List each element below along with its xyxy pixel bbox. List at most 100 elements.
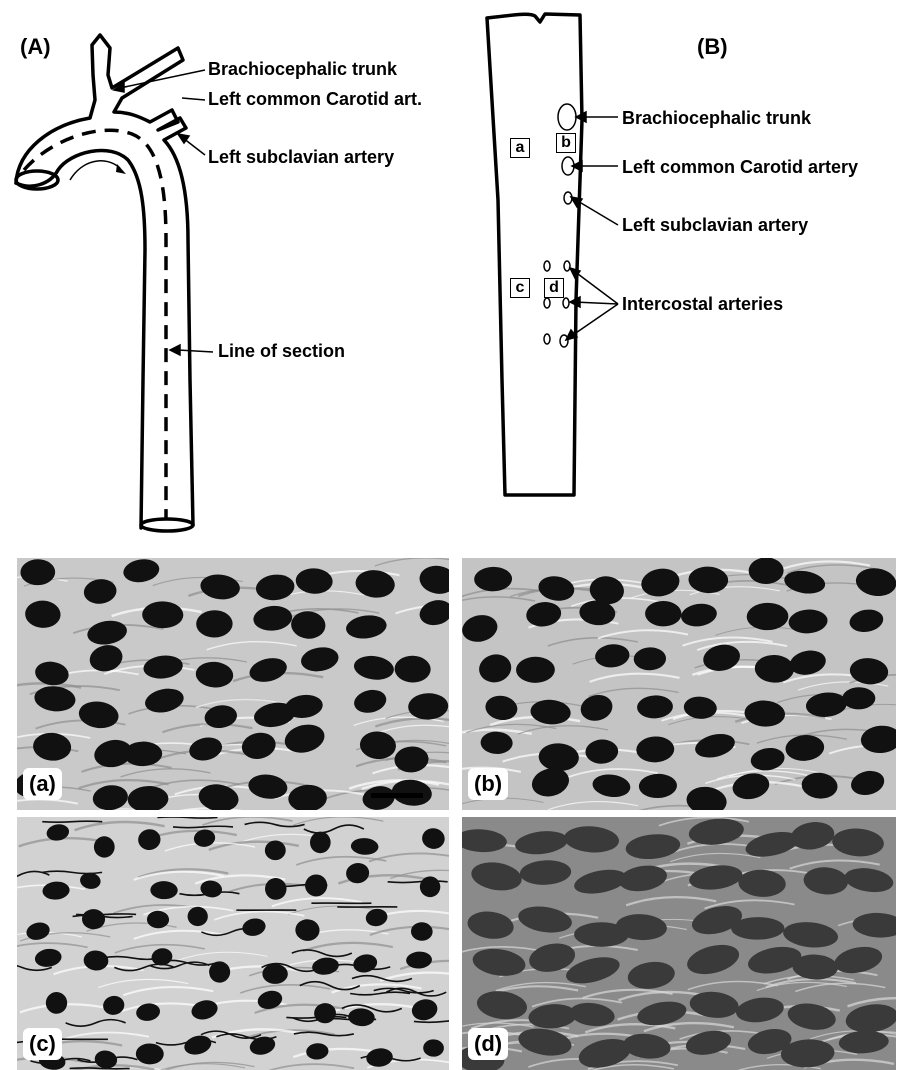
cell-nucleus xyxy=(754,654,794,683)
cell-nucleus xyxy=(469,859,523,894)
cell-nucleus xyxy=(247,654,289,685)
cell-nucleus xyxy=(345,613,388,641)
cell-nucleus xyxy=(182,1033,213,1058)
site-box-d: d xyxy=(544,278,564,298)
cell-nucleus xyxy=(351,952,379,975)
cell-nucleus xyxy=(299,645,340,674)
cell-nucleus xyxy=(860,724,896,754)
cell-nucleus xyxy=(516,657,555,683)
cell-nucleus xyxy=(364,907,388,928)
cell-nucleus xyxy=(394,655,431,683)
micrograph-c-image xyxy=(17,817,449,1070)
label-b-subclavian: Left subclavian artery xyxy=(622,215,808,235)
cell-nucleus xyxy=(746,602,788,630)
cell-nucleus xyxy=(848,607,885,634)
cell-nucleus xyxy=(33,684,76,713)
cell-nucleus xyxy=(636,736,675,763)
cell-nucleus xyxy=(127,785,169,810)
site-box-b: b xyxy=(556,133,576,153)
cell-nucleus xyxy=(282,721,328,757)
cell-nucleus xyxy=(20,559,55,586)
cell-nucleus xyxy=(306,1042,330,1060)
cell-nucleus xyxy=(831,827,884,858)
cell-nucleus xyxy=(645,601,682,627)
cell-nucleus xyxy=(844,1001,896,1035)
cell-nucleus xyxy=(516,903,573,936)
cell-nucleus xyxy=(25,600,62,629)
cell-nucleus xyxy=(411,922,433,941)
cell-nucleus xyxy=(626,959,676,991)
cell-nucleus xyxy=(516,1025,573,1060)
cell-nucleus xyxy=(359,730,397,760)
cell-nucleus xyxy=(195,660,234,688)
cell-nucleus xyxy=(417,597,449,629)
cell-nucleus xyxy=(264,877,287,900)
label-b-brachiocephalic: Brachiocephalic trunk xyxy=(622,108,811,128)
cell-nucleus xyxy=(514,828,569,857)
cell-nucleus xyxy=(408,692,449,720)
micrograph-d: (d) xyxy=(462,817,896,1070)
cell-nucleus xyxy=(788,648,828,678)
cell-nucleus xyxy=(143,685,186,715)
cell-nucleus xyxy=(848,768,886,799)
micrograph-d-image xyxy=(462,817,896,1070)
cell-nucleus xyxy=(842,687,875,710)
cell-nucleus xyxy=(199,572,241,601)
cell-nucleus xyxy=(633,647,666,671)
cell-nucleus xyxy=(142,653,184,680)
cell-nucleus xyxy=(91,783,129,810)
cell-nucleus xyxy=(86,618,129,647)
cell-nucleus xyxy=(122,558,161,585)
micrograph-b-image xyxy=(462,558,896,810)
cell-nucleus xyxy=(189,998,219,1023)
cell-nucleus xyxy=(852,912,896,939)
cell-nucleus xyxy=(684,940,742,979)
cell-nucleus xyxy=(352,654,395,683)
cell-nucleus xyxy=(256,988,285,1011)
cell-nucleus xyxy=(680,602,719,629)
scale-bar xyxy=(371,793,423,798)
cell-nucleus xyxy=(734,995,785,1025)
cell-nucleus xyxy=(594,643,631,669)
cell-nucleus xyxy=(585,739,619,765)
cell-nucleus xyxy=(77,699,120,730)
cell-nucleus xyxy=(311,956,340,976)
cell-nucleus xyxy=(83,950,109,972)
cell-nucleus xyxy=(410,997,440,1023)
cell-nucleus xyxy=(638,773,677,798)
cell-nucleus xyxy=(142,601,184,628)
cell-nucleus xyxy=(34,947,63,968)
cell-nucleus xyxy=(788,608,829,634)
cell-nucleus xyxy=(188,907,208,926)
cell-nucleus xyxy=(625,832,682,862)
cell-nucleus xyxy=(519,859,571,886)
cell-nucleus xyxy=(196,610,233,638)
cell-nucleus xyxy=(350,837,378,855)
cell-nucleus xyxy=(255,573,296,603)
cell-nucleus xyxy=(462,828,507,854)
cell-nucleus xyxy=(578,691,616,724)
aorta-strip-drawing xyxy=(0,0,903,520)
cell-nucleus xyxy=(569,1000,616,1028)
label-b-carotid: Left common Carotid artery xyxy=(622,157,858,177)
cell-nucleus xyxy=(466,909,515,942)
cell-nucleus xyxy=(352,687,389,716)
cell-nucleus xyxy=(530,698,572,725)
cell-nucleus xyxy=(101,994,126,1017)
cell-nucleus xyxy=(25,920,52,942)
cell-nucleus xyxy=(784,734,825,763)
cell-nucleus xyxy=(288,784,328,810)
cell-nucleus xyxy=(746,943,804,978)
cell-nucleus xyxy=(417,563,449,596)
cell-nucleus xyxy=(348,1008,375,1027)
cell-nucleus xyxy=(843,865,895,895)
cell-nucleus xyxy=(687,817,745,848)
cell-nucleus xyxy=(684,1027,733,1058)
cell-nucleus xyxy=(693,730,738,761)
cell-nucleus xyxy=(803,866,849,896)
cell-nucleus xyxy=(782,920,839,950)
cell-nucleus xyxy=(462,612,500,645)
cell-nucleus xyxy=(187,734,224,763)
cell-nucleus xyxy=(528,1002,578,1030)
site-box-c: c xyxy=(510,278,530,298)
